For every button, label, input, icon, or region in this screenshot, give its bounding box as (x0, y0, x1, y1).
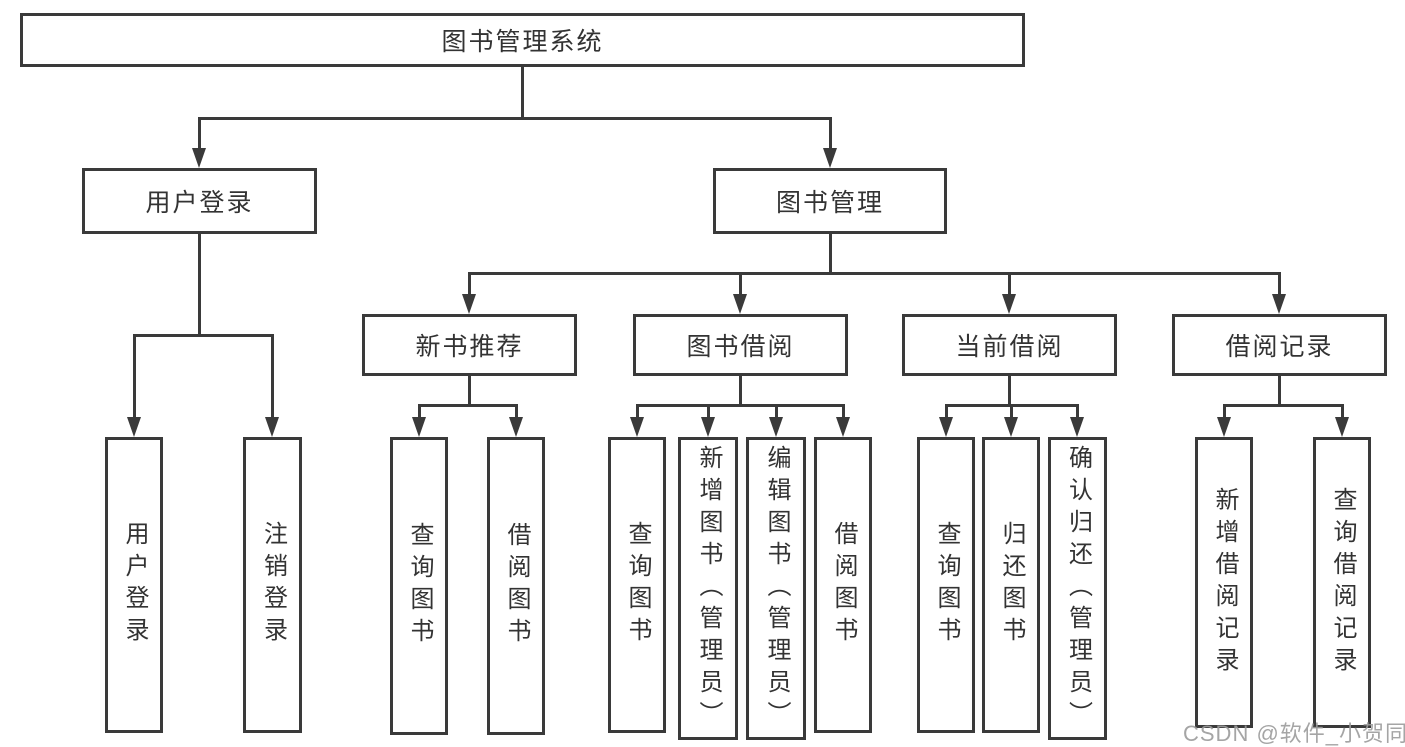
leaf-edit-books-admin: 编辑图书（管理员） (746, 437, 806, 740)
arrow-leaf (1335, 407, 1349, 437)
node-book-mgmt: 图书管理 (713, 168, 947, 234)
leaf-label: 查询图书 (406, 522, 433, 650)
leaf-label: 用户登录 (121, 521, 148, 649)
connector-current-rail (945, 404, 1079, 407)
leaf-label: 确认归还（管理员） (1064, 444, 1092, 733)
leaf-label: 归还图书 (998, 521, 1025, 649)
arrow-leaf (769, 407, 783, 437)
connector-borrowing-stem (739, 376, 742, 406)
node-current-label: 当前借阅 (955, 333, 1064, 361)
node-library-system: 图书管理系统 (20, 13, 1025, 67)
leaf-label: 编辑图书（管理员） (763, 444, 790, 733)
arrow-to-book-mgmt (823, 120, 837, 168)
leaf-query-borrow-record: 查询借阅记录 (1313, 437, 1371, 728)
connector-root-stem (521, 67, 524, 120)
node-library-system-label: 图书管理系统 (441, 28, 604, 56)
leaf-logout: 注销登录 (243, 437, 302, 733)
leaf-query-books-current: 查询图书 (917, 437, 975, 733)
leaf-label: 查询图书 (933, 521, 960, 649)
connector-records-stem (1278, 376, 1281, 406)
connector-login-rail (133, 334, 274, 337)
leaf-query-books-borrowing: 查询图书 (608, 437, 666, 733)
arrow-leaf (1004, 407, 1018, 437)
node-new-books-label: 新书推荐 (415, 333, 524, 361)
leaf-label: 查询借阅记录 (1329, 486, 1356, 679)
connector-root-rail (198, 117, 832, 120)
arrow-to-current (1002, 275, 1016, 314)
node-user-login: 用户登录 (82, 168, 317, 234)
connector-login-stem (198, 234, 201, 336)
leaf-confirm-return-admin: 确认归还（管理员） (1048, 437, 1107, 740)
leaf-label: 注销登录 (259, 521, 287, 649)
connector-borrowing-rail (636, 404, 845, 407)
leaf-add-borrow-record: 新增借阅记录 (1195, 437, 1253, 728)
arrow-leaf (939, 407, 953, 437)
leaf-label: 借阅图书 (503, 522, 530, 650)
arrow-to-leaf-login (127, 337, 141, 437)
connector-mgmt-rail (468, 272, 1281, 275)
node-borrowing-label: 图书借阅 (686, 333, 795, 361)
connector-new-books-stem (468, 376, 471, 406)
arrow-leaf (630, 407, 644, 437)
arrow-to-new-books (462, 275, 476, 314)
node-book-mgmt-label: 图书管理 (775, 189, 884, 217)
csdn-watermark: CSDN @软件_小贺同学 (1183, 721, 1405, 746)
arrow-leaf (1217, 407, 1231, 437)
connector-records-rail (1223, 404, 1344, 407)
arrow-to-records (1272, 275, 1286, 314)
connector-mgmt-stem (829, 234, 832, 275)
leaf-label: 新增图书（管理员） (695, 444, 722, 733)
connector-current-stem (1008, 376, 1011, 406)
arrow-to-borrowing (733, 275, 747, 314)
leaf-return-books: 归还图书 (982, 437, 1040, 733)
leaf-label: 新增借阅记录 (1211, 486, 1238, 679)
leaf-user-login: 用户登录 (105, 437, 163, 733)
arrow-leaf (509, 407, 523, 437)
node-current: 当前借阅 (902, 314, 1117, 376)
arrow-leaf (1070, 407, 1084, 437)
leaf-borrow-books: 借阅图书 (814, 437, 872, 733)
leaf-label: 查询图书 (624, 521, 651, 649)
node-records-label: 借阅记录 (1225, 333, 1334, 361)
node-user-login-label: 用户登录 (145, 189, 254, 217)
arrow-leaf (836, 407, 850, 437)
node-records: 借阅记录 (1172, 314, 1387, 376)
arrow-leaf (701, 407, 715, 437)
arrow-to-leaf-logout (265, 337, 279, 437)
arrow-leaf (412, 407, 426, 437)
arrow-to-user-login (192, 120, 206, 168)
node-borrowing: 图书借阅 (633, 314, 848, 376)
leaf-label: 借阅图书 (830, 521, 857, 649)
connector-new-books-rail (418, 404, 518, 407)
leaf-borrow-books-recommend: 借阅图书 (487, 437, 545, 735)
leaf-query-books-recommend: 查询图书 (390, 437, 448, 735)
node-new-books: 新书推荐 (362, 314, 577, 376)
leaf-add-books-admin: 新增图书（管理员） (678, 437, 738, 740)
